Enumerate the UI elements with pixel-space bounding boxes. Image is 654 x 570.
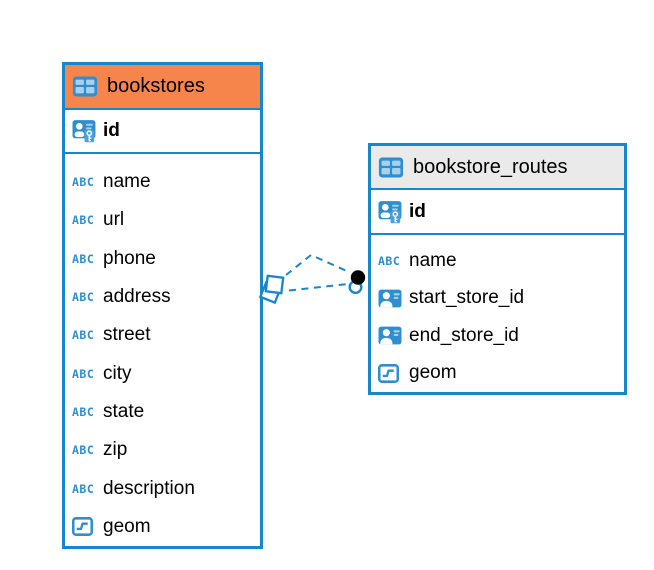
column-row[interactable]: ABC name xyxy=(65,163,260,201)
column-row[interactable]: geom xyxy=(371,355,624,393)
text-type-icon: ABC xyxy=(72,404,95,419)
relation-handle-squares[interactable] xyxy=(258,274,285,305)
column-row[interactable]: geom xyxy=(65,508,260,546)
column-row[interactable]: ABC description xyxy=(65,469,260,507)
text-type-icon: ABC xyxy=(72,175,95,190)
column-name: url xyxy=(103,209,125,231)
geometry-type-icon xyxy=(72,517,93,537)
column-name: geom xyxy=(103,515,151,537)
column-name: description xyxy=(103,477,195,499)
column-row[interactable]: ABC name xyxy=(371,242,624,280)
column-row[interactable]: ABC phone xyxy=(65,240,260,278)
column-row[interactable]: ABC state xyxy=(65,393,260,431)
column-name: start_store_id xyxy=(409,287,525,309)
column-row[interactable]: ABC url xyxy=(65,201,260,239)
column-name: street xyxy=(103,324,151,346)
column-name: address xyxy=(103,286,171,308)
text-type-icon: ABC xyxy=(72,328,95,343)
column-row[interactable]: end_store_id xyxy=(371,317,624,355)
entity-title: bookstore_routes xyxy=(413,155,568,178)
entity-header[interactable]: bookstores xyxy=(65,65,260,110)
entity-header[interactable]: bookstore_routes xyxy=(371,146,624,190)
column-row[interactable]: start_store_id xyxy=(371,280,624,318)
column-row[interactable]: ABC address xyxy=(65,278,260,316)
primary-key-icon xyxy=(378,200,402,223)
column-name: id xyxy=(409,200,426,222)
text-type-icon: ABC xyxy=(72,213,95,228)
text-type-icon: ABC xyxy=(72,366,95,381)
reference-type-icon xyxy=(378,326,402,345)
text-type-icon: ABC xyxy=(72,290,95,305)
relation-line-upper[interactable] xyxy=(285,253,350,276)
primary-key-icon xyxy=(72,120,96,143)
column-row[interactable]: ABC zip xyxy=(65,431,260,469)
column-name: end_store_id xyxy=(409,324,519,346)
column-row[interactable]: ABC street xyxy=(65,316,260,354)
column-row[interactable]: ABC city xyxy=(65,354,260,392)
text-type-icon: ABC xyxy=(72,481,95,496)
text-type-icon: ABC xyxy=(72,251,95,266)
geometry-type-icon xyxy=(378,363,399,383)
entity-columns: ABC name start_store_id xyxy=(371,235,624,392)
column-row-pk[interactable]: id xyxy=(371,190,624,235)
column-row-pk[interactable]: id xyxy=(65,110,260,154)
column-name: state xyxy=(103,400,145,422)
text-type-icon: ABC xyxy=(378,253,401,268)
entity-title: bookstores xyxy=(107,75,205,97)
column-name: phone xyxy=(103,247,156,269)
entity-bookstores[interactable]: bookstores id A xyxy=(62,62,263,549)
reference-type-icon xyxy=(378,289,402,308)
column-name: city xyxy=(103,362,132,384)
relation-line-lower[interactable] xyxy=(288,283,349,292)
relation-endpoint-dot[interactable] xyxy=(348,270,366,295)
table-icon xyxy=(72,76,98,97)
column-name: zip xyxy=(103,439,128,461)
column-name: id xyxy=(103,120,120,141)
column-name: name xyxy=(103,171,151,193)
entity-bookstore-routes[interactable]: bookstore_routes id xyxy=(368,143,627,395)
table-icon xyxy=(378,157,404,177)
entity-columns: ABC name ABC url ABC phone ABC address A… xyxy=(65,154,260,546)
column-name: geom xyxy=(409,362,457,384)
column-name: name xyxy=(409,249,457,271)
text-type-icon: ABC xyxy=(72,443,95,458)
